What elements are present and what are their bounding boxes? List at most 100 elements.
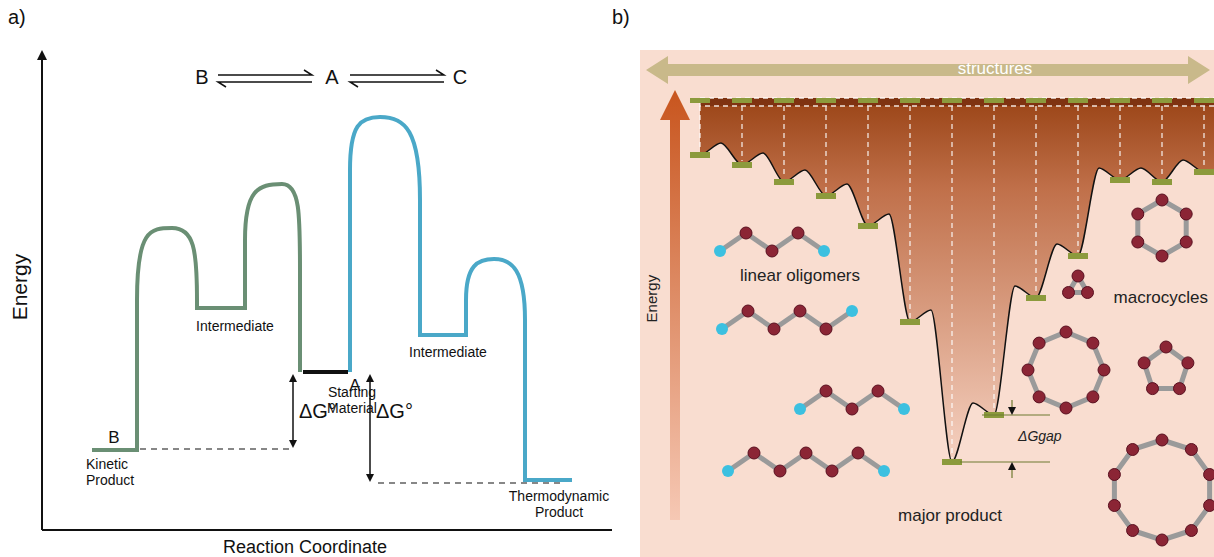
level-guide [783, 106, 784, 178]
level-marker [1194, 169, 1214, 175]
level-marker [1110, 177, 1130, 183]
monomer [1182, 357, 1194, 369]
monomer [1087, 391, 1099, 403]
level-marker [1068, 253, 1088, 259]
level-marker [900, 98, 920, 103]
monomer [1160, 341, 1172, 353]
label: structures [925, 59, 1065, 79]
monomer [742, 305, 754, 317]
level-marker [816, 98, 836, 103]
end-group [794, 403, 806, 415]
level-markers [690, 98, 1214, 465]
level-guide [825, 106, 826, 192]
label: b) [612, 6, 642, 29]
monomer [846, 403, 858, 415]
label: linear oligomers [720, 266, 880, 286]
level-marker [732, 162, 752, 168]
label: A [320, 66, 344, 89]
level-marker [942, 98, 962, 103]
label: B [190, 66, 214, 89]
ring-bond [1028, 332, 1104, 408]
level-marker [774, 179, 794, 185]
monomer [1108, 500, 1120, 512]
monomer [1060, 326, 1072, 338]
monomer [774, 465, 786, 477]
monomer [1204, 500, 1214, 512]
molecules [714, 194, 1214, 546]
thermodynamic-path [350, 117, 572, 480]
monomer [1185, 525, 1197, 537]
level-marker [816, 193, 836, 199]
monomer [1082, 287, 1094, 299]
label: C [448, 66, 472, 89]
level-guides [700, 98, 1214, 458]
end-group [878, 465, 890, 477]
monomer [1022, 364, 1034, 376]
level-marker [858, 223, 878, 229]
label: Kinetic Product [86, 456, 156, 488]
reference-lines [140, 449, 560, 483]
level-guide [1119, 106, 1120, 176]
label: ΔGgap [1018, 428, 1088, 444]
monomer [1180, 236, 1192, 248]
monomer [1132, 236, 1144, 248]
level-marker [1110, 98, 1130, 103]
end-group [898, 403, 910, 415]
monomer [872, 385, 884, 397]
label: B [102, 428, 126, 448]
level-marker [1026, 295, 1046, 301]
structures-arrow [646, 56, 1210, 84]
level-guide [1035, 106, 1036, 294]
label: a) [8, 6, 38, 29]
level-marker [900, 319, 920, 325]
landscape-line [700, 143, 1214, 462]
axes [42, 52, 612, 530]
monomer [1127, 444, 1139, 456]
panel-background [640, 50, 1214, 557]
monomer [748, 447, 760, 459]
monomer [768, 323, 780, 335]
label: Reaction Coordinate [205, 537, 405, 557]
level-marker [1026, 98, 1046, 103]
end-group [846, 305, 858, 317]
monomer [1156, 434, 1168, 446]
monomer [800, 447, 812, 459]
monomer [1132, 208, 1144, 220]
label: Energy [8, 227, 32, 347]
level-guide [699, 106, 700, 151]
monomer [852, 447, 864, 459]
monomer [1098, 364, 1110, 376]
kinetic-path [92, 184, 300, 450]
monomer [740, 227, 752, 239]
label: ΔG° [299, 400, 349, 423]
monomer [1185, 444, 1197, 456]
monomer [1033, 391, 1045, 403]
monomer [1072, 270, 1084, 282]
level-guide [1077, 106, 1078, 252]
monomer [1138, 357, 1150, 369]
monomer [794, 305, 806, 317]
monomer [1147, 383, 1159, 395]
level-marker [690, 152, 710, 158]
monomer [1204, 469, 1214, 481]
monomer [1156, 194, 1168, 206]
level-guide [867, 106, 868, 222]
end-group [818, 245, 830, 257]
monomer [1108, 469, 1120, 481]
monomer [1087, 337, 1099, 349]
monomer [1060, 402, 1072, 414]
monomer [820, 323, 832, 335]
level-marker [984, 98, 1004, 103]
monomer [1156, 250, 1168, 262]
label: Energy [643, 259, 660, 339]
level-guide [993, 106, 994, 411]
monomer [792, 227, 804, 239]
level-marker [942, 459, 962, 465]
level-marker [1152, 179, 1172, 185]
level-marker [732, 98, 752, 103]
monomer [766, 245, 778, 257]
end-group [714, 245, 726, 257]
label: major product [895, 506, 1005, 526]
monomer [826, 465, 838, 477]
level-marker [774, 98, 794, 103]
